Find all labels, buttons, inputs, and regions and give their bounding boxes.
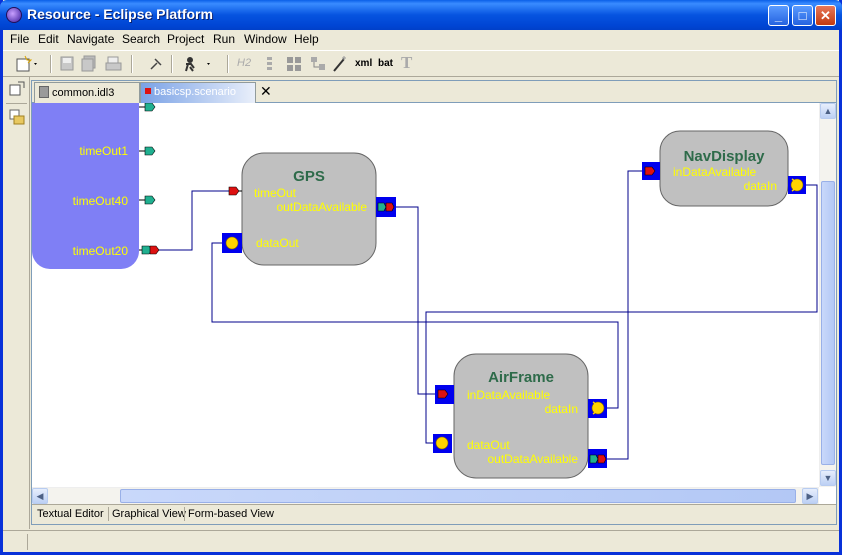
- port-label-datain: dataIn: [545, 402, 578, 416]
- event-source-port-outdataavailable[interactable]: [588, 449, 607, 468]
- wire-navdisplay-airframe: [425, 184, 818, 444]
- title-bar[interactable]: Resource - Eclipse Platform _ □ ✕: [0, 0, 842, 30]
- wire-airframe-gps: [211, 242, 619, 409]
- wire-airframe-navdisplay: [606, 170, 642, 460]
- text-t-icon[interactable]: T: [401, 53, 413, 72]
- receptacle-port-datain[interactable]: [588, 399, 607, 418]
- graphical-canvas[interactable]: timeOut5 timeOut1 timeOut40 timeOut20: [32, 103, 819, 487]
- scroll-right-button[interactable]: ▶: [802, 488, 818, 504]
- event-sink-port-indataavailable[interactable]: [435, 385, 454, 404]
- pin-icon[interactable]: [147, 55, 165, 73]
- component-title-gps: GPS: [293, 168, 325, 185]
- component-title-navdisplay: NavDisplay: [684, 148, 766, 165]
- close-button[interactable]: ✕: [815, 5, 836, 26]
- xml-button[interactable]: xml: [355, 58, 373, 69]
- editor-tabs: common.idl3 basicsp.scenario ✕: [32, 81, 836, 103]
- vertical-scrollbar[interactable]: ▲ ▼: [819, 103, 836, 487]
- scroll-up-button[interactable]: ▲: [820, 103, 836, 119]
- file-icon: [39, 86, 49, 98]
- print-icon[interactable]: [105, 55, 123, 73]
- facet-port-dataout[interactable]: [433, 434, 452, 453]
- connections: [156, 170, 818, 460]
- grid-icon[interactable]: [285, 55, 303, 73]
- horizontal-scrollbar[interactable]: ◀ ▶: [32, 487, 819, 504]
- tab-common-idl3[interactable]: common.idl3: [34, 82, 140, 103]
- save-all-icon[interactable]: [81, 55, 99, 73]
- event-source-port[interactable]: [139, 146, 156, 156]
- editor-area: common.idl3 basicsp.scenario ✕ timeOut5 …: [31, 80, 837, 525]
- port-label-outdataavailable: outDataAvailable: [276, 200, 367, 214]
- tab-textual-editor[interactable]: Textual Editor: [37, 508, 104, 520]
- component-title-airframe: AirFrame: [488, 369, 554, 386]
- event-source-port[interactable]: [139, 195, 156, 205]
- toolbar-separator: [227, 55, 229, 73]
- list-tree-icon[interactable]: [261, 55, 279, 73]
- menu-bar: File Edit Navigate Search Project Run Wi…: [3, 30, 839, 49]
- horizontal-scroll-thumb[interactable]: [120, 489, 796, 503]
- toolbar: H2 xml bat T: [3, 50, 839, 77]
- magic-wand-icon[interactable]: [331, 55, 349, 73]
- close-tab-icon[interactable]: ✕: [260, 83, 272, 99]
- menu-edit[interactable]: Edit: [38, 32, 59, 46]
- hierarchy-icon[interactable]: [309, 55, 327, 73]
- status-divider: [27, 534, 28, 550]
- facet-port-dataout[interactable]: [222, 233, 242, 253]
- eclipse-icon: [6, 7, 22, 23]
- port-label-indataavailable: inDataAvailable: [467, 388, 550, 402]
- toolbar-separator: [50, 55, 52, 73]
- menu-file[interactable]: File: [10, 32, 30, 46]
- scenario-diagram: timeOut5 timeOut1 timeOut40 timeOut20: [32, 103, 818, 479]
- menu-search[interactable]: Search: [122, 32, 161, 46]
- side-strip: [3, 77, 30, 529]
- minimize-button[interactable]: _: [768, 5, 789, 26]
- menu-navigate[interactable]: Navigate: [67, 32, 115, 46]
- open-perspective-icon[interactable]: [9, 81, 25, 97]
- menu-window[interactable]: Window: [244, 32, 287, 46]
- resource-perspective-icon[interactable]: [9, 109, 25, 125]
- tab-basicsp-scenario[interactable]: basicsp.scenario: [140, 82, 256, 103]
- event-source-port-outdataavailable[interactable]: [376, 197, 396, 217]
- toolbar-separator: [131, 55, 133, 73]
- port-label-timeout5: timeOut5: [79, 103, 128, 105]
- view-tabs: Textual Editor Graphical View Form-based…: [32, 504, 836, 524]
- menu-help[interactable]: Help: [294, 32, 319, 46]
- scenario-icon: [145, 88, 151, 94]
- port-label-indataavailable: inDataAvailable: [673, 165, 756, 179]
- port-label-timeout40: timeOut40: [73, 194, 129, 208]
- menu-project[interactable]: Project: [167, 32, 205, 46]
- event-source-port[interactable]: [139, 103, 156, 112]
- event-sink-port-timeout[interactable]: [228, 186, 242, 196]
- wire-gps-airframe: [390, 206, 435, 395]
- vertical-scroll-thumb[interactable]: [821, 181, 835, 465]
- port-label-timeout: timeOut: [254, 186, 297, 200]
- menu-run[interactable]: Run: [213, 32, 236, 46]
- new-wizard-icon[interactable]: [15, 55, 41, 73]
- maximize-button[interactable]: □: [792, 5, 813, 26]
- toolbar-separator: [171, 55, 173, 73]
- event-source-port-connected[interactable]: [139, 245, 160, 255]
- port-label-dataout: dataOut: [256, 236, 299, 250]
- scroll-left-button[interactable]: ◀: [32, 488, 48, 504]
- event-sink-port-indataavailable[interactable]: [642, 162, 660, 180]
- port-label-timeout20: timeOut20: [73, 244, 129, 258]
- run-icon[interactable]: [181, 55, 215, 73]
- port-label-dataout: dataOut: [467, 438, 510, 452]
- save-icon[interactable]: [59, 55, 75, 73]
- wire-timeout20-gps: [156, 190, 229, 251]
- status-bar: [3, 530, 839, 552]
- port-label-outdataavailable: outDataAvailable: [487, 452, 578, 466]
- tab-form-based-view[interactable]: Form-based View: [184, 507, 277, 521]
- receptacle-port-datain[interactable]: [788, 176, 806, 194]
- port-label-timeout1: timeOut1: [79, 144, 128, 158]
- tab-graphical-view[interactable]: Graphical View: [108, 507, 189, 521]
- bat-button[interactable]: bat: [378, 58, 393, 69]
- heading-h2-icon[interactable]: H2: [237, 57, 252, 69]
- scroll-down-button[interactable]: ▼: [820, 470, 836, 486]
- timer-component[interactable]: [32, 103, 139, 269]
- window-title: Resource - Eclipse Platform: [27, 6, 213, 22]
- port-label-datain: dataIn: [744, 179, 777, 193]
